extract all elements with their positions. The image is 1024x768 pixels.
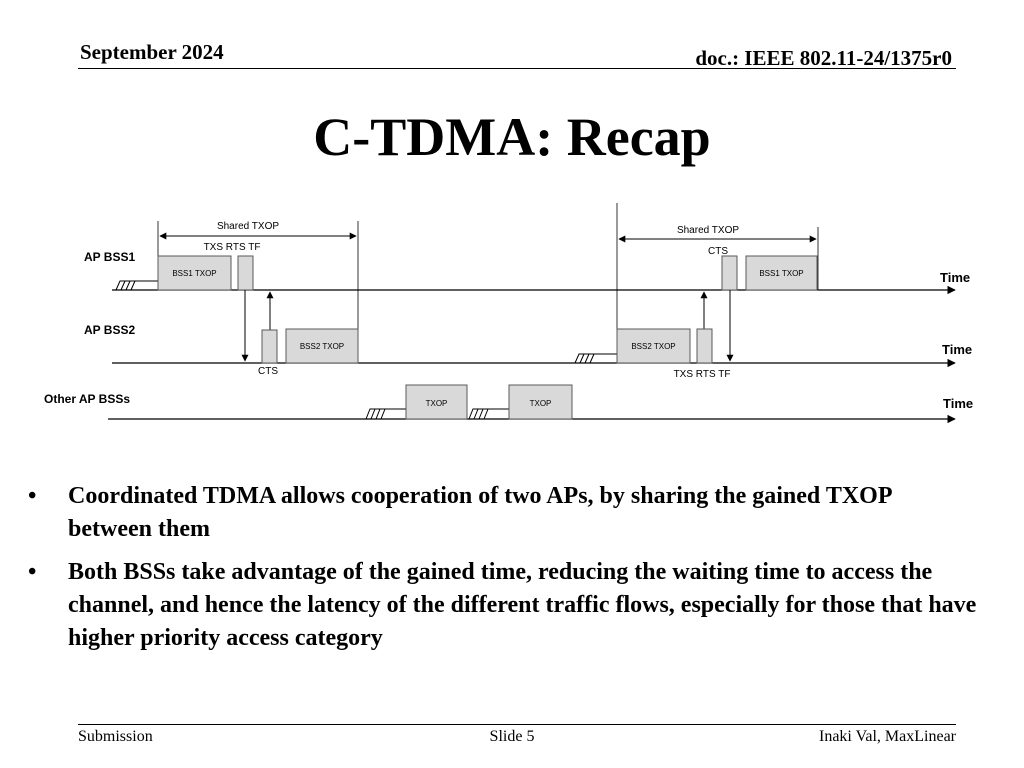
header-date: September 2024 <box>80 40 224 64</box>
left-txs-rts-tf-frame <box>237 255 254 291</box>
row-label-ap-bss1: AP BSS1 <box>84 250 135 264</box>
right-bss2-txop-box <box>616 328 691 364</box>
right-txs-rts-tf-label: TXS RTS TF <box>674 369 731 380</box>
bullet-item: • Both BSSs take advantage of the gained… <box>28 556 978 655</box>
backoff-icon-bss2 <box>574 353 617 364</box>
time-label-bss1: Time <box>940 270 970 285</box>
footer-divider <box>78 724 956 725</box>
backoff-icon-other-1 <box>365 408 406 420</box>
bullet-glyph: • <box>28 483 37 509</box>
header-doc-id: doc.: IEEE 802.11-24/1375r0 <box>695 46 952 70</box>
time-label-other: Time <box>943 396 973 411</box>
right-bss1-txop-box <box>745 255 818 291</box>
backoff-icon-other-2 <box>468 408 509 420</box>
right-cts-label: CTS <box>708 246 728 257</box>
right-txs-rts-tf-frame <box>696 328 713 364</box>
bullet-glyph: • <box>28 559 37 585</box>
footer-slide-number: Slide 5 <box>489 728 535 745</box>
row-label-ap-bss2: AP BSS2 <box>84 323 135 337</box>
slide-title: C-TDMA: Recap <box>313 107 711 167</box>
left-shared-txop-label: Shared TXOP <box>217 221 279 232</box>
bullet-text: Both BSSs take advantage of the gained t… <box>68 559 977 651</box>
right-cts-frame <box>721 255 738 291</box>
footer-submission: Submission <box>78 728 153 745</box>
header-divider <box>78 68 956 69</box>
footer-author: Inaki Val, MaxLinear <box>819 728 956 745</box>
right-bss1-txop-label: BSS1 TXOP <box>759 269 803 278</box>
bullet-text: Coordinated TDMA allows cooperation of t… <box>68 483 892 542</box>
other-txop-label-2: TXOP <box>530 399 552 408</box>
time-label-bss2: Time <box>942 342 972 357</box>
right-bss2-txop-label: BSS2 TXOP <box>631 342 675 351</box>
ctdma-timing-diagram: AP BSS1 AP BSS2 Other AP BSSs Time Time … <box>44 203 973 424</box>
backoff-icon-bss1 <box>115 280 158 291</box>
bullet-item: • Coordinated TDMA allows cooperation of… <box>28 480 978 546</box>
left-bss2-txop-label: BSS2 TXOP <box>300 342 344 351</box>
other-txop-box-1 <box>405 384 468 420</box>
left-cts-frame <box>261 329 278 364</box>
left-bss1-txop-label: BSS1 TXOP <box>172 269 216 278</box>
row-label-other-ap-bsss: Other AP BSSs <box>44 392 130 406</box>
left-cts-label: CTS <box>258 366 278 377</box>
other-txop-label-1: TXOP <box>426 399 448 408</box>
left-bss2-txop-box <box>285 328 359 364</box>
right-shared-txop-label: Shared TXOP <box>677 225 739 236</box>
left-txs-rts-tf-label: TXS RTS TF <box>204 242 261 253</box>
bullet-list: • Coordinated TDMA allows cooperation of… <box>28 480 978 665</box>
left-bss1-txop-box <box>157 255 232 291</box>
other-txop-box-2 <box>508 384 573 420</box>
